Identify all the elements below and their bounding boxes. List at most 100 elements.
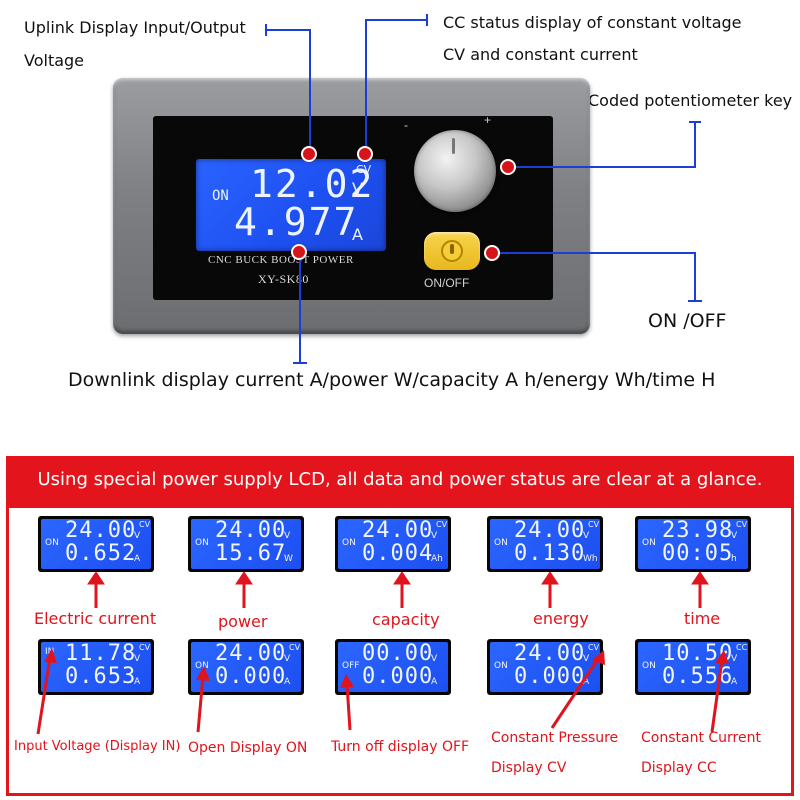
- label-constant-current: Constant Current: [641, 730, 761, 746]
- mini-lcd-line1: 24.00: [362, 518, 434, 543]
- mini-lcd-line2: 0.000: [362, 664, 434, 689]
- power-icon: [441, 240, 463, 262]
- mini-lcd-line1: 24.00: [514, 641, 586, 666]
- callout-line-knob-h: [508, 166, 696, 168]
- label-input-voltage: Input Voltage (Display IN): [14, 739, 181, 754]
- knob-plus-label: +: [484, 113, 492, 127]
- callout-onoff: ON /OFF: [648, 310, 727, 332]
- mini-lcd-state: ON: [195, 538, 209, 548]
- label-energy: energy: [533, 609, 589, 628]
- label-power: power: [218, 612, 268, 631]
- callout-line-knob-v: [694, 121, 696, 168]
- mini-lcd-cc: ON 10.50 CC V 0.556 A: [635, 639, 751, 695]
- mini-lcd-unit2: A: [284, 677, 291, 687]
- marker-dot-cv: [357, 146, 373, 162]
- marker-dot-onoff: [484, 245, 500, 261]
- mini-lcd-line1: 11.78: [65, 641, 137, 666]
- callout-cc-line2: CV and constant current: [443, 45, 638, 64]
- mini-lcd-mode: CV: [588, 643, 600, 652]
- callout-uplink-line1: Uplink Display Input/Output: [24, 18, 246, 37]
- feature-banner: Using special power supply LCD, all data…: [6, 456, 794, 508]
- mini-lcd-energy: ON 24.00 CV V 0.130 Wh: [487, 516, 603, 572]
- callout-knob: Coded potentiometer key: [588, 91, 793, 110]
- mini-lcd-unit1: V: [431, 531, 438, 541]
- callout-line-cc-v: [365, 19, 367, 151]
- mini-lcd-state: ON: [642, 538, 656, 548]
- callout-line-downlink-cap: [293, 362, 307, 364]
- label-capacity: capacity: [372, 610, 440, 629]
- mini-lcd-unit2: Ah: [431, 554, 443, 564]
- mini-lcd-line1: 00.00: [362, 641, 434, 666]
- mini-lcd-unit1: V: [431, 654, 438, 664]
- mini-lcd-line2: 0.000: [514, 664, 586, 689]
- power-button[interactable]: [424, 232, 480, 270]
- mini-lcd-unit1: V: [731, 654, 738, 664]
- potentiometer-knob[interactable]: [414, 130, 496, 212]
- mini-lcd-unit2: A: [583, 677, 590, 687]
- callout-line-uplink-h: [266, 29, 311, 31]
- mini-lcd-unit1: V: [284, 654, 291, 664]
- mini-lcd-line1: 23.98: [662, 518, 734, 543]
- marker-dot-downlink: [291, 244, 307, 260]
- mini-lcd-line2: 0.652: [65, 541, 137, 566]
- power-button-label: ON/OFF: [424, 276, 470, 290]
- label-display-cc: Display CC: [641, 760, 717, 776]
- mini-lcd-unit2: A: [134, 554, 141, 564]
- marker-dot-uplink: [301, 146, 317, 162]
- mini-lcd-unit1: V: [583, 654, 590, 664]
- lcd-state: ON: [212, 188, 229, 204]
- callout-uplink-line2: Voltage: [24, 51, 85, 70]
- label-open-display: Open Display ON: [188, 740, 308, 756]
- mini-lcd-mode: CV: [139, 520, 151, 529]
- callout-downlink: Downlink display current A/power W/capac…: [68, 369, 716, 391]
- brand-line2: XY-SK80: [258, 272, 309, 286]
- mini-lcd-line2: 0.130: [514, 541, 586, 566]
- callout-line-cc-h: [366, 19, 427, 21]
- mini-lcd-state: ON: [342, 538, 356, 548]
- knob-minus-label: -: [404, 118, 408, 132]
- mini-lcd-line1: 24.00: [65, 518, 137, 543]
- mini-lcd-unit1: V: [134, 531, 141, 541]
- lcd-current: 4.977: [234, 200, 359, 244]
- mini-lcd-unit2: h: [731, 554, 737, 564]
- marker-dot-knob: [500, 159, 516, 175]
- mini-lcd-current: ON 24.00 CV V 0.652 A: [38, 516, 154, 572]
- mini-lcd-state: ON: [45, 538, 59, 548]
- mini-lcd-capacity: ON 24.00 CV V 0.004 Ah: [335, 516, 451, 572]
- callout-line-onoff-cap: [688, 300, 702, 302]
- mini-lcd-unit2: A: [431, 677, 438, 687]
- callout-cc-line1: CC status display of constant voltage: [443, 13, 742, 32]
- callout-line-onoff-v: [694, 252, 696, 302]
- mini-lcd-unit1: V: [134, 654, 141, 664]
- mini-lcd-unit2: W: [284, 554, 293, 564]
- callout-line-downlink-v: [299, 252, 301, 364]
- mini-lcd-mode: CV: [736, 520, 748, 529]
- mini-lcd-line2: 0.000: [215, 664, 287, 689]
- mini-lcd-unit2: A: [134, 677, 141, 687]
- mini-lcd-mode: CC: [736, 643, 748, 652]
- lcd-voltage-unit: V: [352, 179, 363, 198]
- mini-lcd-mode: CV: [289, 643, 301, 652]
- callout-line-cc-cap: [426, 14, 428, 26]
- mini-lcd-state: OFF: [342, 661, 360, 671]
- mini-lcd-open: ON 24.00 CV V 0.000 A: [188, 639, 304, 695]
- lcd-current-unit: A: [352, 225, 363, 244]
- mini-lcd-line1: 24.00: [514, 518, 586, 543]
- mini-lcd-line2: 0.004: [362, 541, 434, 566]
- mini-lcd-line1: 24.00: [215, 518, 287, 543]
- mini-lcd-cv: ON 24.00 CV V 0.000 A: [487, 639, 603, 695]
- mini-lcd-time: ON 23.98 CV V 00:05 h: [635, 516, 751, 572]
- mini-lcd-state: ON: [494, 661, 508, 671]
- mini-lcd-input-voltage: IN 11.78 CV V 0.653 A: [38, 639, 154, 695]
- mini-lcd-mode: CV: [588, 520, 600, 529]
- lcd-voltage: 12.02: [250, 162, 375, 206]
- mini-lcd-state: IN: [45, 647, 55, 657]
- mini-lcd-unit1: V: [583, 531, 590, 541]
- feature-banner-text: Using special power supply LCD, all data…: [37, 469, 763, 490]
- mini-lcd-state: ON: [195, 661, 209, 671]
- mini-lcd-state: ON: [642, 661, 656, 671]
- label-display-cv: Display CV: [491, 760, 567, 776]
- mini-lcd-mode: CV: [436, 520, 448, 529]
- lcd-mode: CV: [356, 163, 372, 176]
- callout-line-onoff-h: [495, 252, 695, 254]
